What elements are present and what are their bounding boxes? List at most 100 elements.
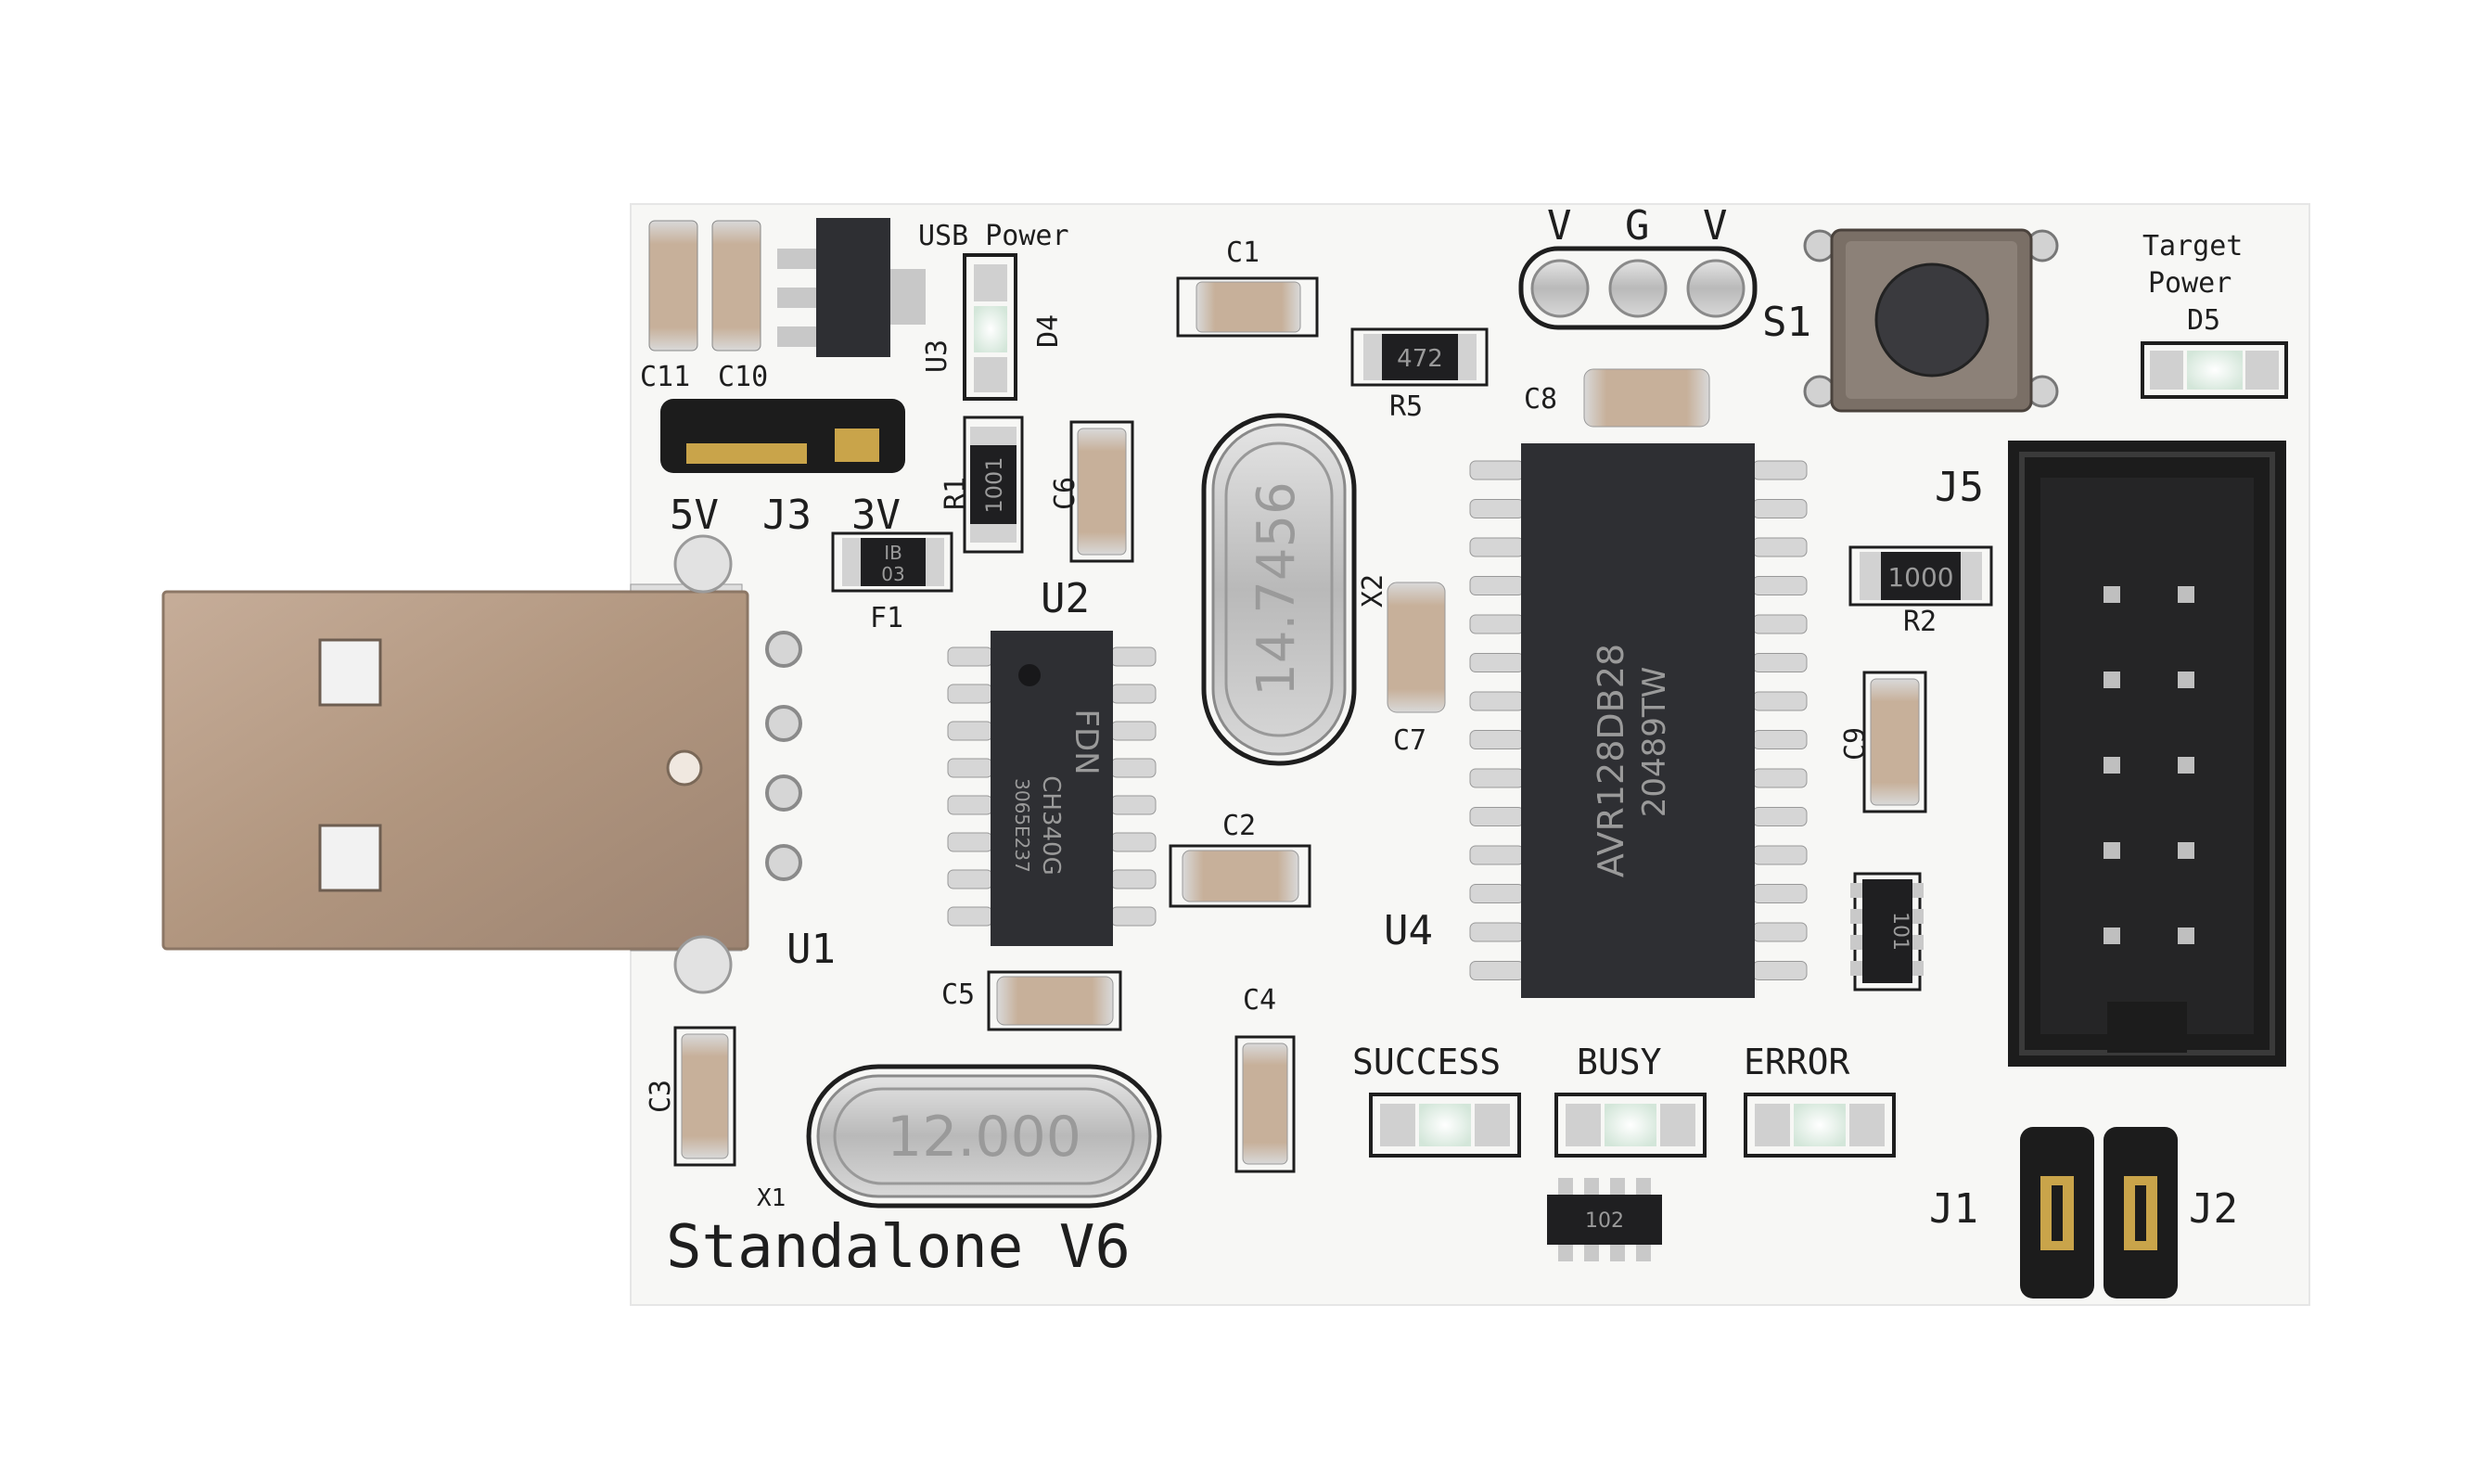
label-c3: C3: [645, 1080, 677, 1113]
capacitor-c11: [648, 220, 698, 352]
label-c1: C1: [1226, 237, 1260, 269]
chip-u4-pin: [1469, 691, 1525, 711]
chip-u4-pin: [1469, 884, 1525, 903]
jumper-j1[interactable]: [2020, 1127, 2094, 1298]
chip-u2-marking-3: 3065E237: [1011, 778, 1033, 873]
capacitor-c4: [1234, 1035, 1296, 1173]
capacitor-c6: [1069, 420, 1134, 563]
chip-u4-pin: [1469, 730, 1525, 749]
svg-text:14.7456: 14.7456: [1247, 481, 1307, 697]
chip-u2-pin: [947, 832, 993, 852]
label-j1: J1: [1929, 1185, 1978, 1233]
label-led-busy: BUSY: [1577, 1042, 1662, 1082]
isp-header-pin: [2178, 586, 2194, 603]
label-header-g: G: [1625, 202, 1650, 249]
chip-u4-pin: [1469, 768, 1525, 788]
isp-header-pin: [2178, 842, 2194, 859]
push-button-s1[interactable]: [1803, 228, 2059, 413]
label-c10: C10: [718, 361, 768, 393]
led-busy: [1554, 1093, 1707, 1158]
capacitor-c2: [1169, 844, 1311, 908]
chip-u2-pin: [947, 869, 993, 889]
isp-header-pin: [2104, 672, 2120, 688]
chip-u2-pin: [1110, 795, 1157, 815]
label-u1: U1: [786, 926, 836, 973]
svg-text:472: 472: [1397, 345, 1443, 373]
label-header-v2: V: [1703, 202, 1728, 249]
label-f1: F1: [870, 602, 903, 634]
chip-u2-pin: [947, 906, 993, 927]
isp-header-pin: [2104, 928, 2120, 944]
capacitor-c9: [1862, 671, 1927, 813]
chip-u2-marking-2: CH340G: [1037, 775, 1065, 875]
chip-u2-pin: [947, 721, 993, 741]
label-j3: J3: [762, 492, 812, 539]
chip-u4-pin: [1469, 653, 1525, 672]
label-s1: S1: [1762, 299, 1811, 346]
chip-u2-pin: [1110, 906, 1157, 927]
chip-u4-pin: [1752, 460, 1808, 480]
usb-connector: [161, 534, 802, 994]
resistor-r1: 1001: [963, 416, 1024, 554]
label-c8: C8: [1524, 383, 1557, 416]
crystal-x1: 12.000: [806, 1064, 1162, 1209]
isp-header-pin: [2178, 757, 2194, 774]
chip-u2-pin: [1110, 758, 1157, 778]
led-d5: [2141, 341, 2288, 399]
label-u2: U2: [1041, 575, 1090, 622]
chip-u4-pin: [1469, 922, 1525, 942]
isp-header-pin: [2178, 672, 2194, 688]
regulator-u3: [777, 218, 926, 357]
chip-u2-pin: [1110, 869, 1157, 889]
chip-u4-pin: [1752, 845, 1808, 865]
chip-u4-pin: [1752, 922, 1808, 942]
jumper-j2[interactable]: [2104, 1127, 2178, 1298]
label-d4: D4: [1032, 314, 1065, 348]
capacitor-c1: [1176, 276, 1319, 338]
chip-u4-pin: [1752, 499, 1808, 518]
chip-u4-pin: [1752, 653, 1808, 672]
svg-text:12.000: 12.000: [887, 1105, 1081, 1170]
chip-u4-pin: [1469, 460, 1525, 480]
label-r5: R5: [1389, 390, 1423, 423]
chip-u4-pin: [1752, 576, 1808, 595]
chip-u4-pin: [1469, 807, 1525, 826]
chip-u2-pin: [947, 795, 993, 815]
label-u3: U3: [921, 339, 953, 373]
chip-u4-pin: [1469, 614, 1525, 634]
chip-u4-pin: [1752, 961, 1808, 980]
svg-text:03: 03: [881, 563, 904, 585]
resistor-array-101: 101: [1850, 872, 1924, 991]
resistor-r5: 472: [1350, 327, 1489, 387]
label-c4: C4: [1243, 984, 1276, 1017]
chip-u4-pin: [1469, 961, 1525, 980]
chip-u2-pin: [947, 646, 993, 667]
label-jumper-3v: 3V: [851, 492, 901, 539]
chip-u2-marking-1: FDN: [1068, 709, 1105, 774]
jumper-header-j3[interactable]: [660, 399, 905, 473]
label-u4: U4: [1384, 907, 1433, 954]
header-vgv: [1518, 246, 1758, 330]
label-x1: X1: [757, 1184, 786, 1212]
chip-u4-pin: [1752, 884, 1808, 903]
label-jumper-5v: 5V: [670, 492, 719, 539]
chip-u4-marking-1: AVR128DB28: [1591, 644, 1631, 877]
led-success: [1369, 1093, 1521, 1158]
label-x2: X2: [1357, 574, 1389, 608]
label-c7: C7: [1393, 724, 1426, 757]
chip-u2-pin: [1110, 684, 1157, 704]
label-j5: J5: [1935, 464, 1984, 511]
label-led-error: ERROR: [1744, 1042, 1850, 1082]
fuse-f1: IB 03: [831, 531, 953, 593]
svg-text:101: 101: [1888, 912, 1912, 951]
label-c6: C6: [1049, 477, 1081, 510]
isp-header-j5[interactable]: [2008, 441, 2286, 1067]
chip-u4-pin: [1752, 691, 1808, 711]
label-j2: J2: [2189, 1185, 2238, 1233]
chip-u4-marking-2: 20489TW: [1636, 667, 1673, 818]
svg-text:102: 102: [1585, 1209, 1624, 1233]
chip-u4-pin: [1469, 845, 1525, 865]
label-usb-power: USB Power: [918, 220, 1069, 252]
chip-u2-pin: [1110, 721, 1157, 741]
chip-u4-pin: [1469, 576, 1525, 595]
